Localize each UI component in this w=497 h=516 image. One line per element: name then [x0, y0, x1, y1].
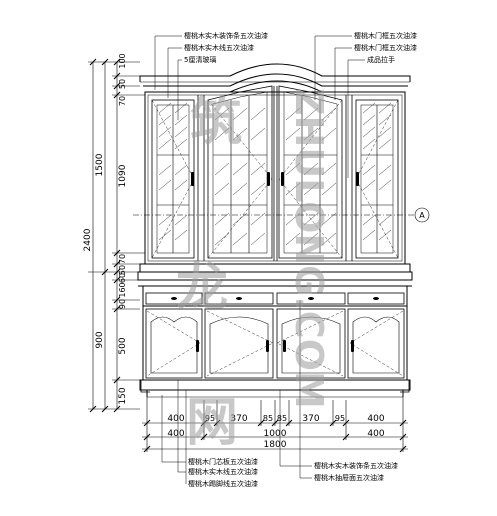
dim-part-2: 70 [118, 96, 127, 106]
callout-bottom-left-0: 樱桃木门芯板五次油漆 [188, 457, 258, 466]
dim-part-5: 50 [118, 265, 127, 275]
dim-part-10: 150 [118, 387, 128, 404]
dim-part-9: 500 [118, 337, 128, 354]
vertical-dimension-lines [88, 61, 145, 410]
dim-part-4: 70 [118, 254, 127, 264]
dim-part-8: 90 [118, 299, 127, 309]
glazing-bars [157, 96, 393, 253]
dim-part-3: 1090 [118, 164, 128, 187]
hdim-r1-4: 85 [277, 414, 287, 423]
cabinet-outline [137, 63, 413, 398]
watermark-char-0: 筑 [190, 93, 242, 153]
dim-part-1: 50 [118, 79, 127, 89]
hdim-r1-5: 370 [302, 414, 319, 424]
dim-lower-height: 900 [95, 331, 105, 348]
dim-upper-height: 1500 [95, 153, 105, 176]
lower-doors [145, 308, 405, 379]
callout-bottom-right-0: 樱桃木实木装饰条五次油漆 [314, 461, 398, 470]
callout-bottom-left-2: 樱桃木踢脚线五次油漆 [188, 479, 258, 488]
dim-part-0: 100 [118, 53, 127, 68]
hdim-total: 1800 [264, 440, 287, 450]
glass-hatching [158, 102, 392, 246]
callout-bottom-left-1: 樱桃木实木线五次油漆 [188, 467, 258, 476]
watermark: 筑 龙 网 ZHULONG.COM [176, 88, 331, 453]
upper-stiles [197, 86, 353, 261]
watermark-char-1: 龙 [176, 258, 228, 318]
section-marker-label: A [419, 211, 425, 220]
upper-handles [191, 172, 359, 186]
callout-leaders [154, 35, 365, 484]
dim-overall-height: 2400 [83, 228, 93, 251]
callout-top-right-0: 樱桃木门框五次油漆 [354, 31, 417, 40]
hdim-r1-3: 85 [263, 414, 273, 423]
hdim-r1-7: 400 [367, 414, 384, 424]
callout-top-left-0: 樱桃木实木装饰条五次油漆 [184, 31, 268, 40]
lower-handles [196, 340, 354, 352]
hdim-r2-2: 400 [367, 429, 384, 439]
vertical-dimension-ticks [89, 58, 121, 413]
hdim-r2-1: 1000 [264, 429, 287, 439]
callout-top-right-2: 成品拉手 [367, 55, 395, 64]
drawer-pulls [171, 297, 379, 300]
hdim-r1-0: 400 [167, 414, 184, 424]
callout-top-right-1: 樱桃木门框五次油漆 [354, 43, 417, 52]
glass-doors [151, 85, 399, 259]
watermark-url: ZHULONG.COM [287, 88, 331, 409]
hdim-r1-1: 95 [205, 414, 215, 423]
dim-part-6: 60 [118, 273, 127, 283]
callout-top-left-2: 5厘清玻璃 [184, 55, 216, 64]
hdim-r1-2: 370 [230, 414, 247, 424]
watermark-char-2: 网 [186, 393, 238, 453]
section-marker [133, 207, 430, 223]
dim-part-7: 160 [118, 282, 127, 297]
horizontal-dimension-ticks [143, 419, 407, 453]
door-swing-lines [146, 99, 404, 377]
hdim-r1-6: 95 [335, 414, 345, 423]
callout-top-left-1: 樱桃木实木线五次油漆 [184, 43, 254, 52]
drawers [145, 292, 405, 305]
hdim-r2-0: 400 [167, 429, 184, 439]
callout-bottom-right-1: 樱桃木抽屉面五次油漆 [314, 473, 384, 482]
